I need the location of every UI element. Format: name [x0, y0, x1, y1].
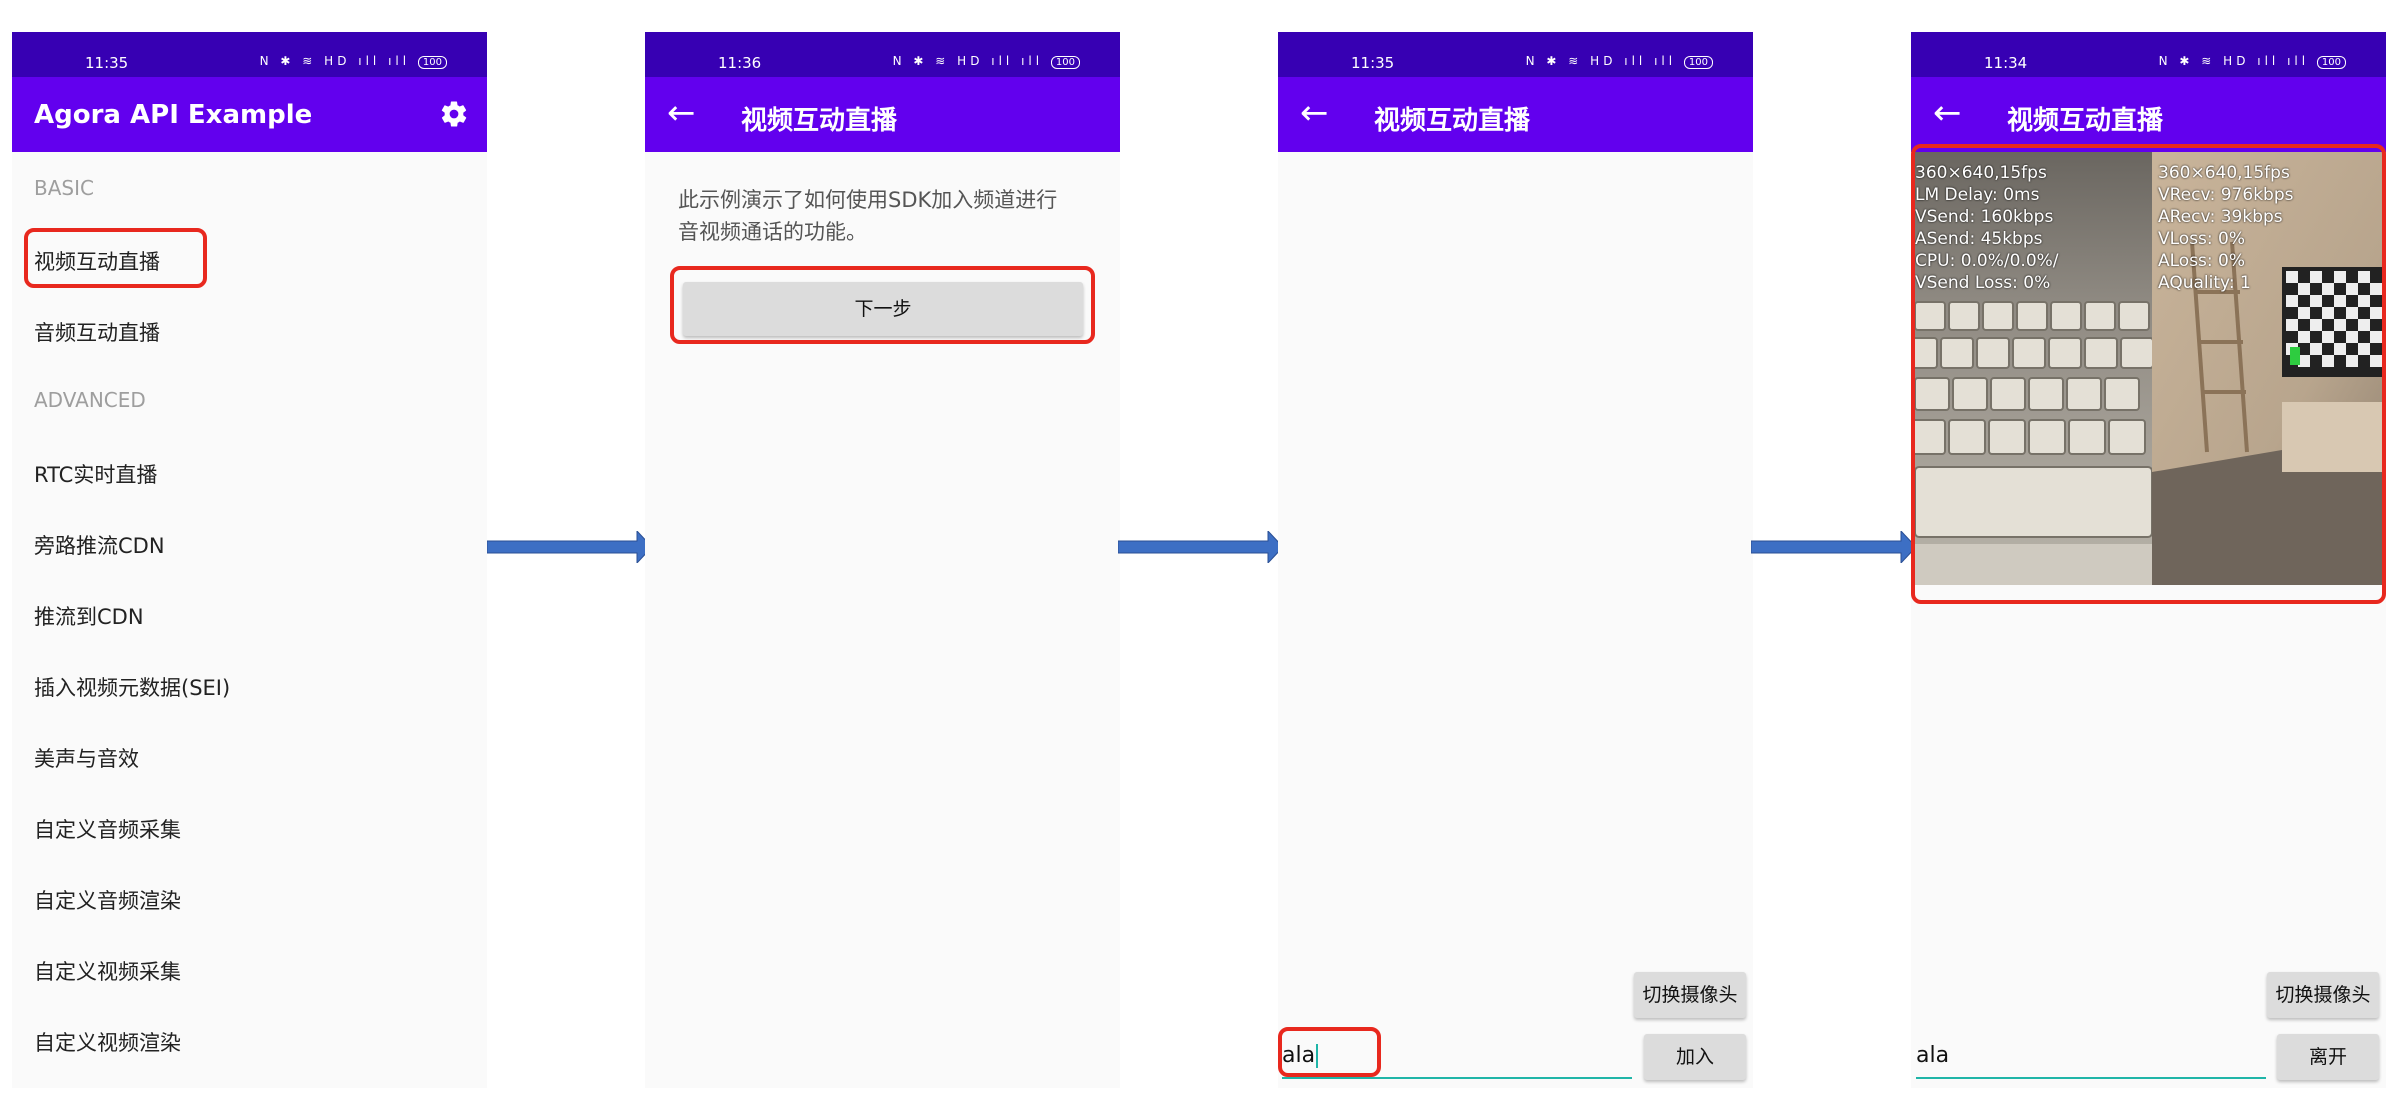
status-icons: N ✱ ≋ HD ıll ıll 100 [893, 54, 1080, 69]
next-button[interactable]: 下一步 [683, 282, 1083, 336]
status-icons-text: N ✱ ≋ HD ıll ıll [1525, 54, 1677, 68]
list-item-audio-live[interactable]: 音频互动直播 [34, 321, 160, 345]
stat-line: VLoss: 0% [2158, 229, 2246, 249]
battery-icon: 100 [2316, 56, 2346, 69]
switch-camera-button[interactable]: 切换摄像头 [1634, 972, 1746, 1018]
page-title: 视频互动直播 [2007, 106, 2164, 136]
stat-line: CPU: 0.0%/0.0%/ [1915, 251, 2059, 271]
back-arrow-icon[interactable]: ← [1933, 93, 1962, 133]
app-bar: ← 视频互动直播 [1911, 77, 2386, 152]
section-advanced: ADVANCED [34, 388, 146, 412]
flow-arrow-icon [1751, 531, 1916, 563]
status-bar: 11:35 N ✱ ≋ HD ıll ıll 100 [1278, 32, 1753, 77]
room-image [2152, 152, 2386, 585]
status-time: 11:36 [718, 54, 762, 72]
leave-button[interactable]: 离开 [2277, 1034, 2379, 1080]
channel-input[interactable]: ala [1282, 1035, 1632, 1079]
stat-line: ARecv: 39kbps [2158, 207, 2283, 227]
status-icons-text: N ✱ ≋ HD ıll ıll [259, 54, 411, 68]
status-time: 11:35 [85, 54, 129, 72]
stat-line: VRecv: 976kbps [2158, 185, 2294, 205]
text-caret [1316, 1044, 1319, 1068]
channel-input[interactable]: ala [1916, 1035, 2266, 1079]
description-line: 此示例演示了如何使用SDK加入频道进行 [678, 188, 1058, 212]
description-line: 音视频通话的功能。 [678, 220, 867, 244]
stat-line: 360×640,15fps [1915, 163, 2047, 183]
gear-icon[interactable] [439, 99, 469, 129]
status-icons: N ✱ ≋ HD ıll ıll 100 [260, 54, 447, 69]
stat-line: VSend: 160kbps [1915, 207, 2054, 227]
battery-icon: 100 [1050, 56, 1080, 69]
battery-icon: 100 [1683, 56, 1713, 69]
battery-icon: 100 [417, 56, 447, 69]
flow-arrow-icon [1118, 531, 1283, 563]
flow-arrow-icon [487, 531, 652, 563]
screen-intro: 11:36 N ✱ ≋ HD ıll ıll 100 ← 视频互动直播 此示例演… [645, 32, 1120, 1088]
keyboard-image [1915, 152, 2152, 585]
list-item-voice-effects[interactable]: 美声与音效 [34, 747, 139, 771]
list-item-sei[interactable]: 插入视频元数据(SEI) [34, 676, 231, 700]
join-button[interactable]: 加入 [1644, 1034, 1746, 1080]
status-icons-text: N ✱ ≋ HD ıll ıll [892, 54, 1044, 68]
back-arrow-icon[interactable]: ← [667, 93, 696, 133]
stat-line: ALoss: 0% [2158, 251, 2246, 271]
app-bar: Agora API Example [12, 77, 487, 152]
description: 此示例演示了如何使用SDK加入频道进行 音视频通话的功能。 [678, 184, 1098, 248]
page-title: 视频互动直播 [741, 106, 898, 136]
app-bar: ← 视频互动直播 [645, 77, 1120, 152]
stat-line: 360×640,15fps [2158, 163, 2290, 183]
app-title: Agora API Example [34, 100, 313, 130]
status-bar: 11:35 N ✱ ≋ HD ıll ıll 100 [12, 32, 487, 77]
switch-camera-button[interactable]: 切换摄像头 [2267, 972, 2379, 1018]
list-item-custom-video-capture[interactable]: 自定义视频采集 [34, 960, 181, 984]
channel-input-value: ala [1282, 1043, 1316, 1068]
channel-input-value: ala [1916, 1043, 1950, 1068]
status-bar: 11:34 N ✱ ≋ HD ıll ıll 100 [1911, 32, 2386, 77]
list-item-rtc-live[interactable]: RTC实时直播 [34, 463, 158, 487]
page-title: 视频互动直播 [1374, 106, 1531, 136]
section-basic: BASIC [34, 176, 94, 200]
screen-join: 11:35 N ✱ ≋ HD ıll ıll 100 ← 视频互动直播 切换摄像… [1278, 32, 1753, 1088]
status-icons: N ✱ ≋ HD ıll ıll 100 [2159, 54, 2346, 69]
status-time: 11:35 [1351, 54, 1395, 72]
list-item-video-live[interactable]: 视频互动直播 [34, 250, 160, 274]
list-item-custom-audio-render[interactable]: 自定义音频渲染 [34, 889, 181, 913]
screen-in-call: 11:34 N ✱ ≋ HD ıll ıll 100 ← 视频互动直播 [1911, 32, 2386, 1088]
status-icons-text: N ✱ ≋ HD ıll ıll [2158, 54, 2310, 68]
back-arrow-icon[interactable]: ← [1300, 93, 1329, 133]
stat-line: VSend Loss: 0% [1915, 273, 2051, 293]
stat-line: AQuality: 1 [2158, 273, 2251, 293]
status-icons: N ✱ ≋ HD ıll ıll 100 [1526, 54, 1713, 69]
screen-main-list: 11:35 N ✱ ≋ HD ıll ıll 100 Agora API Exa… [12, 32, 487, 1088]
status-time: 11:34 [1984, 54, 2028, 72]
list-item-custom-audio-capture[interactable]: 自定义音频采集 [34, 818, 181, 842]
status-bar: 11:36 N ✱ ≋ HD ıll ıll 100 [645, 32, 1120, 77]
list-item-custom-video-render[interactable]: 自定义视频渲染 [34, 1031, 181, 1055]
app-bar: ← 视频互动直播 [1278, 77, 1753, 152]
list-item-bypass-cdn[interactable]: 旁路推流CDN [34, 534, 165, 558]
stat-line: ASend: 45kbps [1915, 229, 2043, 249]
stat-line: LM Delay: 0ms [1915, 185, 2040, 205]
list-item-push-cdn[interactable]: 推流到CDN [34, 605, 144, 629]
